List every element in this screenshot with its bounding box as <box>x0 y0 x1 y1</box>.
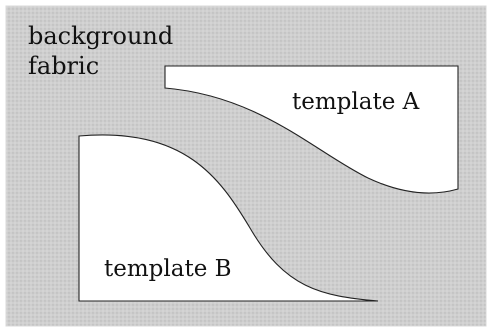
background-fabric-label-line-2: fabric <box>28 52 99 80</box>
background-fabric-label-line-1: background <box>28 22 173 50</box>
template-b <box>78 134 379 302</box>
template-b-label: template B <box>104 256 232 282</box>
template-a <box>164 65 459 194</box>
background-fabric-label: background fabric <box>28 22 181 80</box>
template-a-label: template A <box>292 89 420 115</box>
